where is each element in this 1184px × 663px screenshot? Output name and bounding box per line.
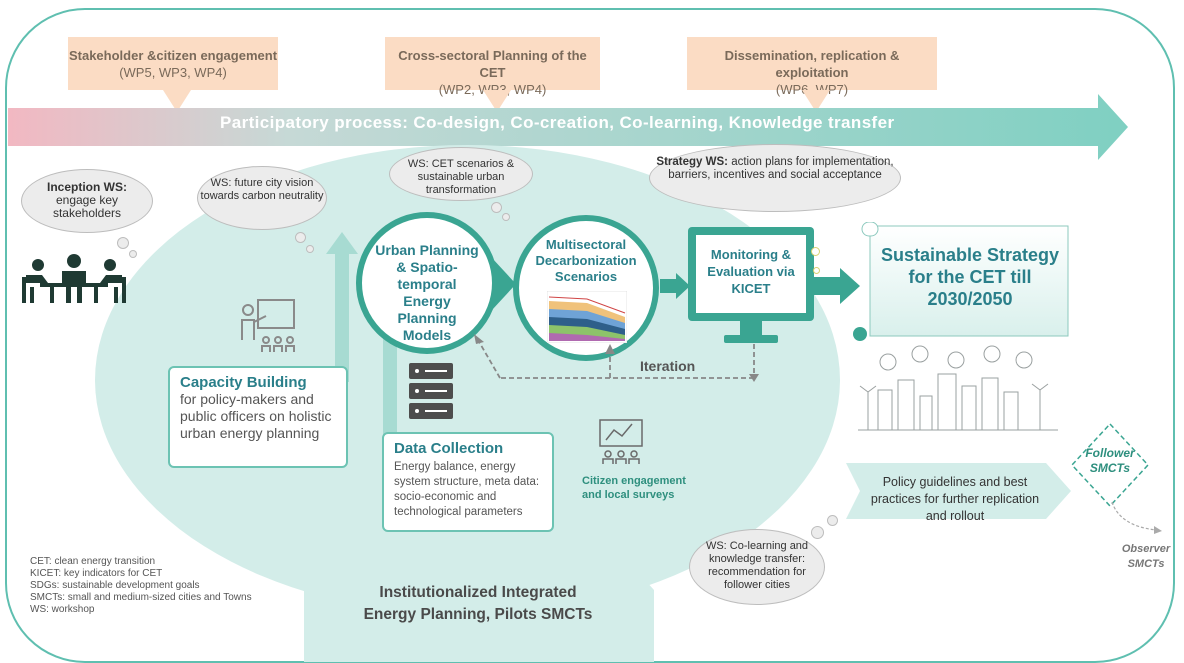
circle-urban-text: Urban Planning & Spatio-temporal Energy … (375, 242, 479, 343)
cloud-puff (296, 233, 305, 242)
participatory-arrow-band (8, 94, 1128, 160)
cloud-puff (130, 251, 136, 257)
circle-link-arrow (492, 258, 516, 310)
iteration-loop (474, 334, 759, 382)
callout-stakeholder-sub: (WP5, WP3, WP4) (119, 65, 227, 80)
arrow-to-strategy (814, 268, 860, 304)
strategy-scroll-text: Sustainable Strategy for the CET till 20… (880, 245, 1060, 309)
cloud-inception: Inception WS: engage key stakeholders (22, 170, 152, 232)
cloud-colearning-text: WS: Co-learning and knowledge transfer: … (705, 540, 809, 591)
cloud-strategy-title: Strategy WS: (656, 156, 728, 168)
callout-stakeholder-title: Stakeholder &citizen engagement (68, 48, 278, 63)
teacher-icon (241, 299, 295, 352)
cloud-future-city: WS: future city vision towards carbon ne… (198, 167, 326, 229)
iteration-label: Iteration (640, 358, 696, 374)
policy-guidelines-arrow (846, 463, 1071, 519)
cloud-puff (828, 516, 837, 525)
institutional-line2: Energy Planning, Pilots SMCTs (363, 606, 593, 623)
institutional-line1: Institutionalized Integrated (379, 584, 577, 601)
abbreviation-legend: CET: clean energy transition KICET: key … (30, 556, 252, 616)
cloud-puff (812, 527, 823, 538)
cloud-future-text: WS: future city vision towards carbon ne… (200, 177, 324, 202)
data-collection-box: Data Collection Energy balance, energy s… (382, 432, 554, 532)
callout-cross-sectoral: Cross-sectoral Planning of the CET (WP2,… (385, 37, 600, 112)
institutional-text: Institutionalized Integrated Energy Plan… (310, 582, 646, 626)
callout-cross-title: Cross-sectoral Planning of the CET (398, 48, 587, 80)
city-skyline-icon (858, 345, 1058, 431)
institutional-base (304, 570, 654, 662)
up-arrow-data (374, 305, 406, 435)
monitor-text: Monitoring & Evaluation via KICET (707, 247, 795, 296)
observer-text: Observer SMCTs (1121, 543, 1171, 570)
circle-multisectoral: Multisectoral Decarbonization Scenarios (513, 215, 659, 361)
cloud-inception-text: engage key stakeholders (52, 193, 122, 220)
capacity-building-box: Capacity Building for policy-makers and … (168, 366, 348, 468)
policy-guidelines-text: Policy guidelines and best practices for… (870, 475, 1040, 523)
cloud-puff (814, 268, 819, 273)
cloud-puff (118, 238, 128, 248)
arrow-to-monitor (660, 273, 690, 299)
strategy-scroll (853, 222, 1069, 341)
cloud-strategy: Strategy WS: action plans for implementa… (650, 145, 900, 211)
cloud-puff (307, 246, 313, 252)
cloud-inception-title: Inception WS: (47, 180, 127, 194)
participatory-process-text: Participatory process: Co-design, Co-cre… (220, 113, 895, 132)
cloud-puff (492, 203, 501, 212)
capacity-text: for policy-makers and public officers on… (180, 391, 332, 441)
callout-stakeholder: Stakeholder &citizen engagement (WP5, WP… (68, 37, 278, 112)
capacity-title: Capacity Building (180, 374, 307, 391)
observer-dashed-arrow (1111, 501, 1162, 534)
cloud-strategy-text: action plans for implementation, barrier… (668, 156, 894, 181)
data-collection-text: Energy balance, energy system structure,… (394, 461, 540, 518)
monitor-icon (688, 227, 814, 343)
cloud-cet-text: WS: CET scenarios & sustainable urban tr… (407, 158, 515, 196)
data-collection-title: Data Collection (394, 440, 504, 457)
meeting-table-icon (22, 254, 126, 303)
legend-item: SDGs: sustainable development goals (30, 580, 200, 591)
legend-item: KICET: key indicators for CET (30, 568, 163, 579)
legend-item: SMCTs: small and medium-sized cities and… (30, 592, 252, 603)
citizen-engagement-text: Citizen engagement and local surveys (582, 475, 686, 501)
callout-dissemination: Dissemination, replication & exploitatio… (687, 37, 937, 112)
follower-diamond (1070, 422, 1150, 508)
cloud-colearning: WS: Co-learning and knowledge transfer: … (690, 530, 824, 604)
server-database-icon (409, 363, 453, 419)
callout-dissemination-title: Dissemination, replication & exploitatio… (724, 48, 900, 80)
survey-chart-icon (599, 419, 643, 464)
legend-item: CET: clean energy transition (30, 556, 156, 567)
scenario-chart-icon (547, 291, 627, 343)
cloud-puff (503, 214, 509, 220)
cloud-puff (812, 248, 819, 255)
up-arrow-capacity (326, 232, 358, 382)
follower-text: Follower SMCTs (1085, 446, 1135, 475)
circle-multi-text: Multisectoral Decarbonization Scenarios (535, 237, 637, 284)
cloud-cet-scenarios: WS: CET scenarios & sustainable urban tr… (390, 148, 532, 200)
legend-item: WS: workshop (30, 604, 95, 615)
